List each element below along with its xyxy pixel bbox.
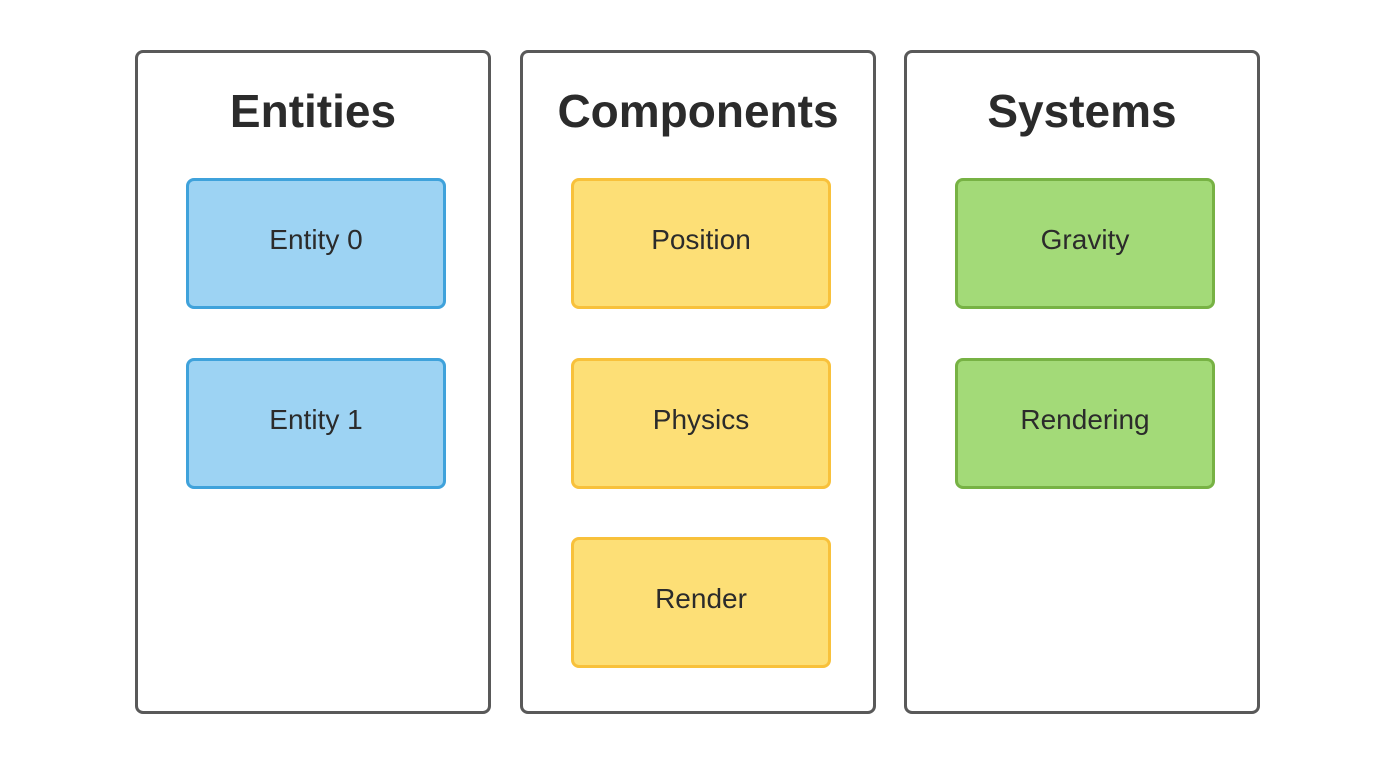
components-title: Components xyxy=(557,85,839,137)
entity-card: Entity 0 xyxy=(186,178,446,309)
entity-card: Entity 1 xyxy=(186,358,446,489)
system-card: Rendering xyxy=(955,358,1215,489)
component-card: Physics xyxy=(571,358,831,489)
systems-column: Systems Gravity Rendering xyxy=(904,50,1260,714)
entities-column: Entities Entity 0 Entity 1 xyxy=(135,50,491,714)
component-card: Position xyxy=(571,178,831,309)
component-card: Render xyxy=(571,537,831,668)
systems-title: Systems xyxy=(987,85,1177,137)
components-column: Components Position Physics Render xyxy=(520,50,876,714)
entities-title: Entities xyxy=(229,85,397,137)
system-card: Gravity xyxy=(955,178,1215,309)
